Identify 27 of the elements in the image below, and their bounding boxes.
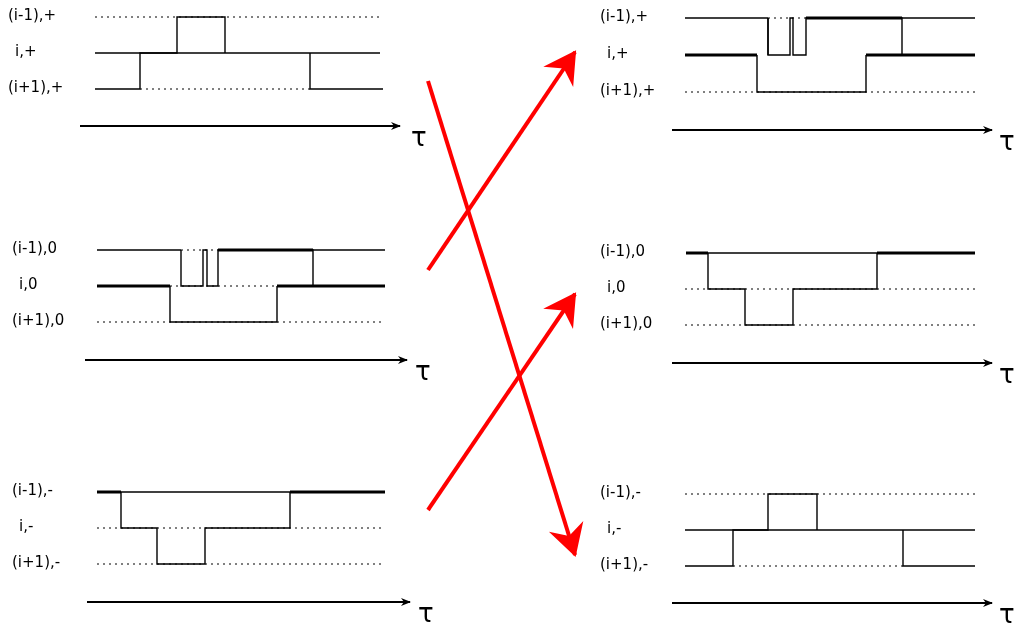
state-label: (i+1),+ — [600, 83, 656, 98]
state-label: i,0 — [19, 277, 38, 292]
state-label: i,- — [19, 519, 34, 534]
state-label: i,+ — [607, 46, 629, 61]
axis-label: τ — [999, 361, 1015, 387]
state-label: (i-1),- — [600, 485, 641, 500]
state-label: (i+1),- — [600, 557, 649, 572]
state-label: (i-1),+ — [8, 8, 57, 23]
state-label: (i-1),0 — [600, 244, 646, 259]
state-label: i,0 — [607, 280, 626, 295]
state-label: (i+1),- — [12, 555, 61, 570]
arrow — [426, 292, 577, 512]
state-label: (i-1),0 — [12, 241, 58, 256]
axis-label: τ — [415, 358, 431, 384]
axis-label: τ — [999, 128, 1015, 154]
axis-label: τ — [999, 601, 1015, 627]
state-label: (i-1),- — [12, 483, 53, 498]
arrow — [426, 80, 584, 557]
state-label: (i+1),0 — [12, 313, 65, 328]
state-label: i,- — [607, 521, 622, 536]
state-label: (i+1),0 — [600, 316, 653, 331]
state-label: (i+1),+ — [8, 80, 64, 95]
state-label: i,+ — [15, 44, 37, 59]
axis-label: τ — [418, 600, 434, 626]
state-label: (i-1),+ — [600, 9, 649, 24]
axis-label: τ — [411, 124, 427, 150]
arrow — [426, 50, 577, 272]
